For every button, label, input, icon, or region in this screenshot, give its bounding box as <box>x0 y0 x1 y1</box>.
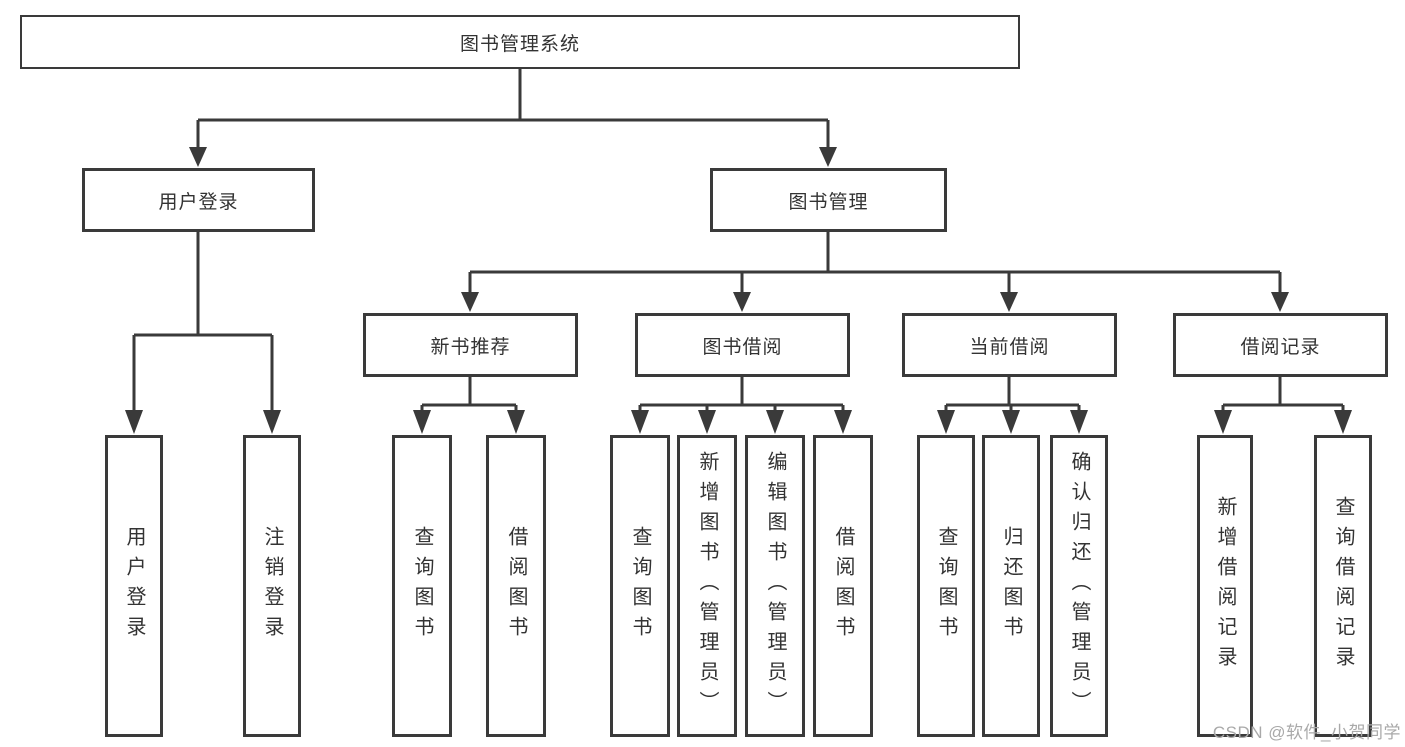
leaf-bb-query-books-label: 查询图书 <box>629 526 651 646</box>
leaf-br-add-record: 新增借阅记录 <box>1197 435 1253 737</box>
node-new-book-recommend: 新书推荐 <box>363 313 578 377</box>
arrowheads <box>125 147 1352 434</box>
leaf-user-login-label: 用户登录 <box>123 526 145 646</box>
node-current-borrowing: 当前借阅 <box>902 313 1117 377</box>
node-root-label: 图书管理系统 <box>459 33 580 55</box>
node-borrow-records-label: 借阅记录 <box>1240 336 1321 358</box>
leaf-bb-query-books: 查询图书 <box>610 435 670 737</box>
leaf-bb-borrow-books: 借阅图书 <box>813 435 873 737</box>
node-book-borrowing: 图书借阅 <box>635 313 850 377</box>
leaf-cb-confirm-return-admin-label: 确认归还（管理员） <box>1068 451 1090 721</box>
leaf-nb-query-books: 查询图书 <box>392 435 452 737</box>
leaf-br-query-record: 查询借阅记录 <box>1314 435 1372 737</box>
leaf-cb-query-books-label: 查询图书 <box>935 526 957 646</box>
csdn-watermark: CSDN @软件_小贺同学 <box>1212 723 1401 742</box>
leaf-cb-query-books: 查询图书 <box>917 435 975 737</box>
leaf-cb-confirm-return-admin: 确认归还（管理员） <box>1050 435 1108 737</box>
leaf-br-add-record-label: 新增借阅记录 <box>1214 496 1236 676</box>
leaf-logout-label: 注销登录 <box>261 526 283 646</box>
node-book-borrowing-label: 图书借阅 <box>702 336 783 358</box>
leaf-nb-query-books-label: 查询图书 <box>411 526 433 646</box>
node-borrow-records: 借阅记录 <box>1173 313 1388 377</box>
leaf-br-query-record-label: 查询借阅记录 <box>1332 496 1354 676</box>
node-user-login: 用户登录 <box>82 168 315 232</box>
leaf-cb-return-books-label: 归还图书 <box>1000 526 1022 646</box>
leaf-bb-add-books-admin-label: 新增图书（管理员） <box>696 451 718 721</box>
node-new-book-recommend-label: 新书推荐 <box>430 336 511 358</box>
leaf-nb-borrow-books: 借阅图书 <box>486 435 546 737</box>
node-user-login-label: 用户登录 <box>158 191 239 213</box>
node-current-borrowing-label: 当前借阅 <box>969 336 1050 358</box>
node-book-management-label: 图书管理 <box>788 191 869 213</box>
leaf-nb-borrow-books-label: 借阅图书 <box>505 526 527 646</box>
leaf-cb-return-books: 归还图书 <box>982 435 1040 737</box>
node-root-system: 图书管理系统 <box>20 15 1020 69</box>
leaf-bb-edit-books-admin: 编辑图书（管理员） <box>745 435 805 737</box>
leaf-bb-edit-books-admin-label: 编辑图书（管理员） <box>764 451 786 721</box>
leaf-user-login: 用户登录 <box>105 435 163 737</box>
leaf-logout: 注销登录 <box>243 435 301 737</box>
leaf-bb-borrow-books-label: 借阅图书 <box>832 526 854 646</box>
leaf-bb-add-books-admin: 新增图书（管理员） <box>677 435 737 737</box>
node-book-management: 图书管理 <box>710 168 947 232</box>
